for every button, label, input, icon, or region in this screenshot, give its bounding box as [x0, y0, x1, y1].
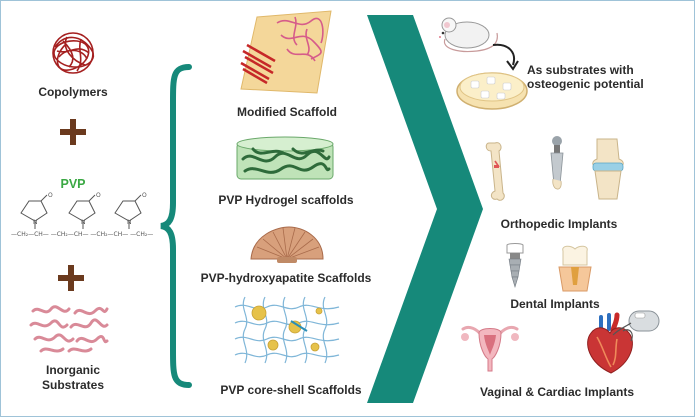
orthopedic-implants-label: Orthopedic Implants: [500, 217, 618, 231]
dental-implants-label: Dental Implants: [510, 297, 600, 311]
petri-dish-icon: [456, 72, 528, 110]
vaginal-cardiac-implants-label: Vaginal & Cardiac Implants: [479, 385, 635, 399]
plus-sign-bottom: [58, 265, 84, 291]
hydrogel-scaffold-label: PVP Hydrogel scaffolds: [218, 193, 354, 207]
femur-bone-icon: [485, 142, 505, 201]
pvp-label: PVP: [60, 177, 86, 191]
svg-text:O: O: [142, 192, 147, 199]
hip-implant-icon: [550, 136, 564, 190]
copolymer-coil-icon: [52, 32, 95, 74]
svg-text:N: N: [33, 219, 38, 226]
modified-scaffold-label: Modified Scaffold: [237, 105, 337, 119]
mouse-icon: [439, 17, 498, 53]
copolymers-label: Copolymers: [38, 85, 108, 99]
scaffold-bracket: [160, 64, 192, 388]
hydroxyapatite-shell-icon: [250, 226, 324, 263]
svg-text:N: N: [81, 219, 86, 226]
svg-text:N: N: [127, 219, 132, 226]
knee-implant-icon: [592, 138, 624, 200]
plus-sign-top: [60, 119, 86, 145]
pvp-chain-formula: —CH₂—CH— —CH₂—CH— —CH₂—CH— —CH₂—: [11, 231, 154, 238]
modified-scaffold-icon: [240, 10, 332, 94]
heart-icon: [587, 312, 633, 374]
substrates-label-line2: osteogenic potential: [527, 77, 644, 91]
hydrogel-scaffold-icon: [236, 136, 334, 180]
core-shell-scaffold-icon: [234, 296, 340, 364]
svg-text:O: O: [48, 192, 53, 199]
uterus-icon: [461, 325, 519, 372]
dental-crown-icon: [558, 245, 592, 292]
dental-implant-screw-icon: [506, 243, 524, 289]
pvp-structure-diagram: N O N O N O: [20, 192, 147, 229]
svg-text:O: O: [96, 192, 101, 199]
inorganic-substrates-label-line2: Substrates: [41, 378, 105, 392]
core-shell-scaffold-label: PVP core-shell Scaffolds: [220, 383, 362, 397]
direction-chevron: [367, 15, 483, 403]
hydroxyapatite-scaffold-label: PVP-hydroxyapatite Scaffolds: [200, 271, 372, 285]
substrates-label-line1: As substrates with: [527, 63, 634, 77]
inorganic-substrates-label-line1: Inorganic: [45, 363, 100, 377]
pacemaker-icon: [612, 310, 660, 336]
inorganic-substrate-icon: [29, 305, 109, 353]
arrow-to-dish-icon: [492, 43, 519, 71]
